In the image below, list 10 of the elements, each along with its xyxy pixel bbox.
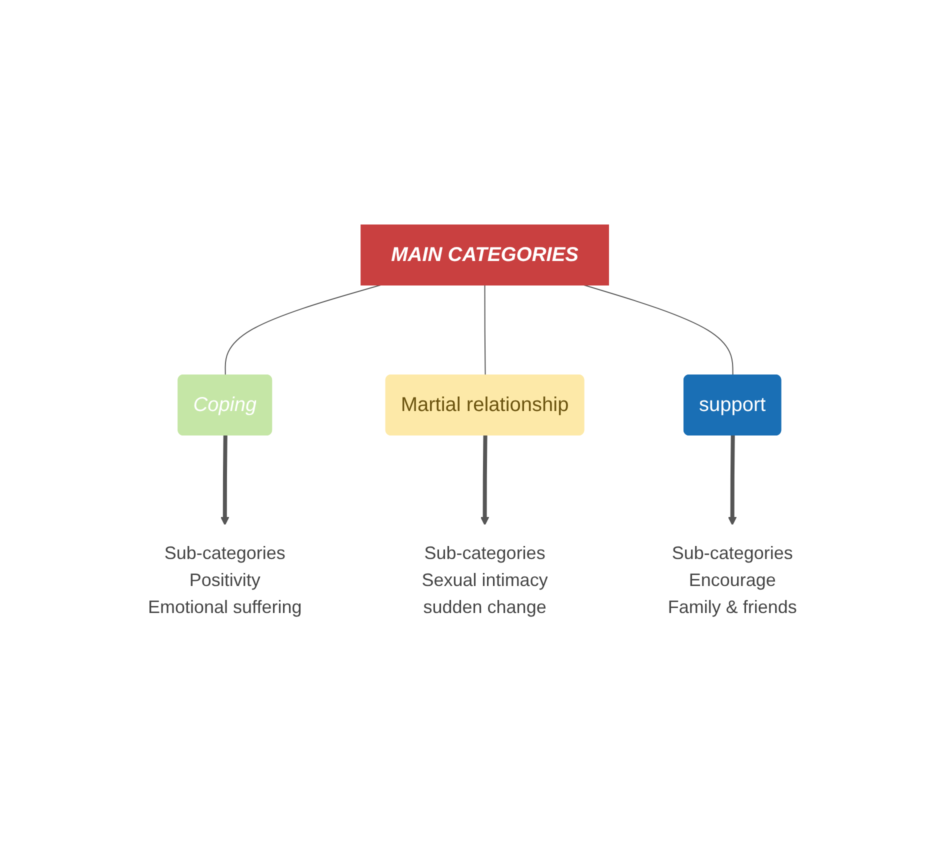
node-text: Sub-categories Encourage Family & friends (667, 543, 796, 617)
connector (224, 284, 381, 376)
connector (484, 284, 486, 376)
arrow (480, 435, 489, 526)
node-text: Sub-categories Sexual intimacy sudden change (421, 543, 548, 617)
node-box: MAIN CATEGORIES (360, 224, 609, 286)
arrow (728, 435, 736, 526)
arrow (220, 435, 229, 526)
node-text: Sub-categories Positivity Emotional suffering (148, 543, 302, 617)
connector (582, 284, 733, 376)
